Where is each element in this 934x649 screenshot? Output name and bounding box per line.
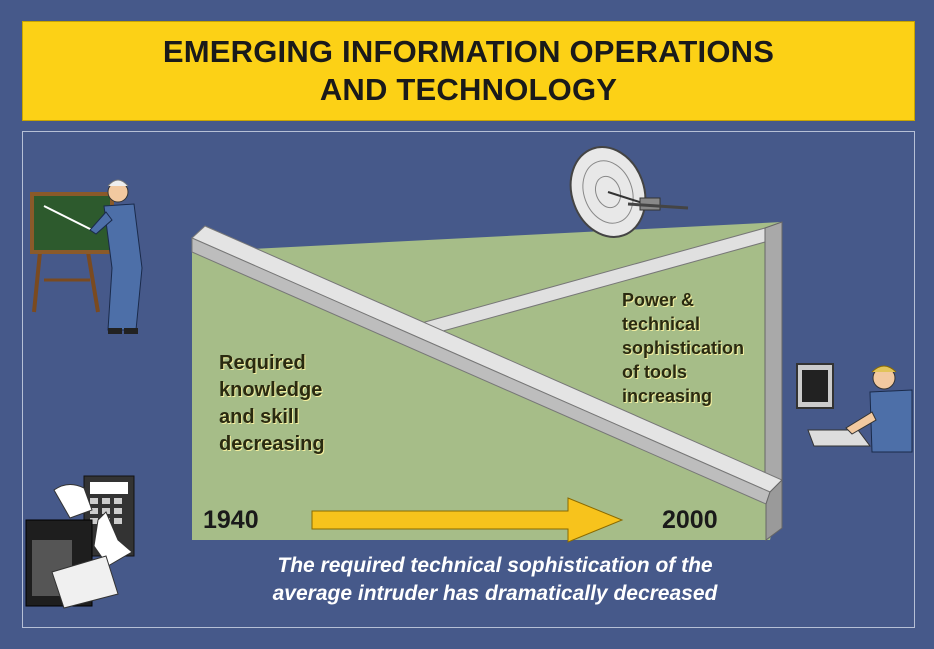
right-label-line: increasing xyxy=(622,386,713,406)
caption-line-2: average intruder has dramatically decrea… xyxy=(272,582,718,605)
content-frame xyxy=(22,131,915,628)
left-label-line: decreasing xyxy=(219,433,325,455)
right-label-line: technical xyxy=(622,314,701,334)
calculator-hands-icon xyxy=(25,475,135,609)
year-start: 1940 xyxy=(203,506,259,534)
right-label-line: sophistication xyxy=(622,338,745,358)
caption: The required technical sophistication of… xyxy=(150,552,840,608)
knowledge-decreasing-label: Required knowledge and skill decreasing xyxy=(219,350,325,458)
satellite-dish-icon xyxy=(569,146,689,238)
title-line-2: AND TECHNOLOGY xyxy=(319,72,618,107)
teacher-at-chalkboard-icon xyxy=(30,179,143,334)
falling-bar xyxy=(191,225,783,541)
tools-increasing-label: Power & technical sophistication of tool… xyxy=(622,288,744,408)
year-end: 2000 xyxy=(662,506,718,534)
left-label-line: and skill xyxy=(219,406,300,428)
time-arrow-icon xyxy=(311,497,624,543)
title-banner: EMERGING INFORMATION OPERATIONS AND TECH… xyxy=(22,21,915,121)
left-label-line: knowledge xyxy=(219,379,323,401)
right-label-line: of tools xyxy=(622,362,687,382)
left-label-line: Required xyxy=(219,352,306,374)
right-label-line: Power & xyxy=(622,290,695,310)
caption-line-1: The required technical sophistication of… xyxy=(277,554,713,577)
computer-operator-icon xyxy=(796,363,913,453)
title-line-1: EMERGING INFORMATION OPERATIONS xyxy=(162,34,775,69)
